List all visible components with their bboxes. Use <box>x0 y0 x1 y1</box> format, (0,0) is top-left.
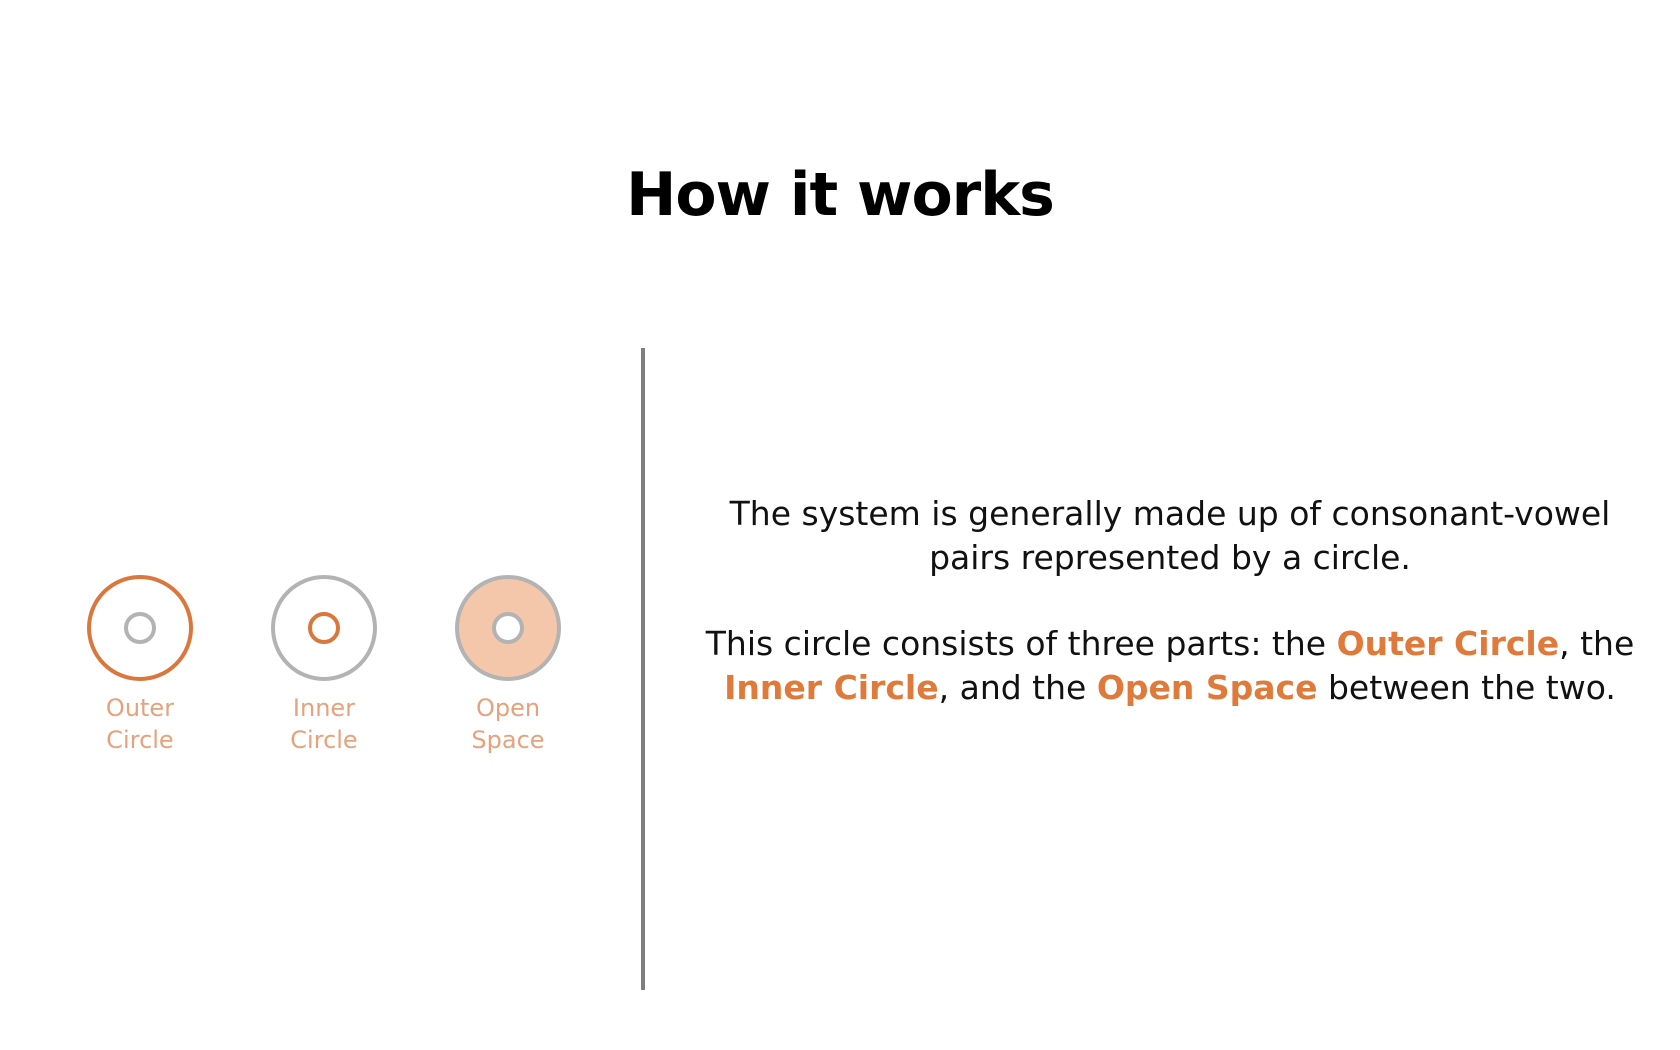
highlight-outer-circle: Outer Circle <box>1336 624 1560 663</box>
inner-circle-icon <box>271 575 377 681</box>
highlight-open-space: Open Space <box>1096 668 1318 707</box>
vertical-divider <box>641 348 645 990</box>
description-line: Inner Circle, and the Open Space between… <box>700 666 1640 710</box>
legend-item-inner-circle: Inner Circle <box>249 572 399 756</box>
description-line: The system is generally made up of conso… <box>729 494 1611 533</box>
description-text: between the two. <box>1317 668 1616 707</box>
description-line: pairs represented by a circle. <box>929 538 1411 577</box>
description-text: , the <box>1559 624 1635 663</box>
legend-label-outer-circle: Outer Circle <box>65 692 215 756</box>
highlight-inner-circle: Inner Circle <box>724 668 939 707</box>
open-space-icon <box>455 575 561 681</box>
legend-label-line: Circle <box>290 726 358 754</box>
legend-label-line: Outer <box>105 694 175 722</box>
description-paragraph-2: This circle consists of three parts: the… <box>700 622 1640 710</box>
legend-label-line: Space <box>471 726 545 754</box>
legend-item-outer-circle: Outer Circle <box>65 572 215 756</box>
legend-label-open-space: Open Space <box>433 692 583 756</box>
legend-label-inner-circle: Inner Circle <box>249 692 399 756</box>
legend-label-line: Open <box>475 694 541 722</box>
outer-circle-icon <box>87 575 193 681</box>
description-text: , and the <box>938 668 1097 707</box>
legend-item-open-space: Open Space <box>433 572 583 756</box>
legend-label-line: Inner <box>292 694 356 722</box>
description-line: This circle consists of three parts: the… <box>700 622 1640 666</box>
page-title: How it works <box>626 160 1055 230</box>
description-paragraph-1: The system is generally made up of conso… <box>700 492 1640 580</box>
description-text: This circle consists of three parts: the <box>705 624 1337 663</box>
legend-label-line: Circle <box>106 726 174 754</box>
